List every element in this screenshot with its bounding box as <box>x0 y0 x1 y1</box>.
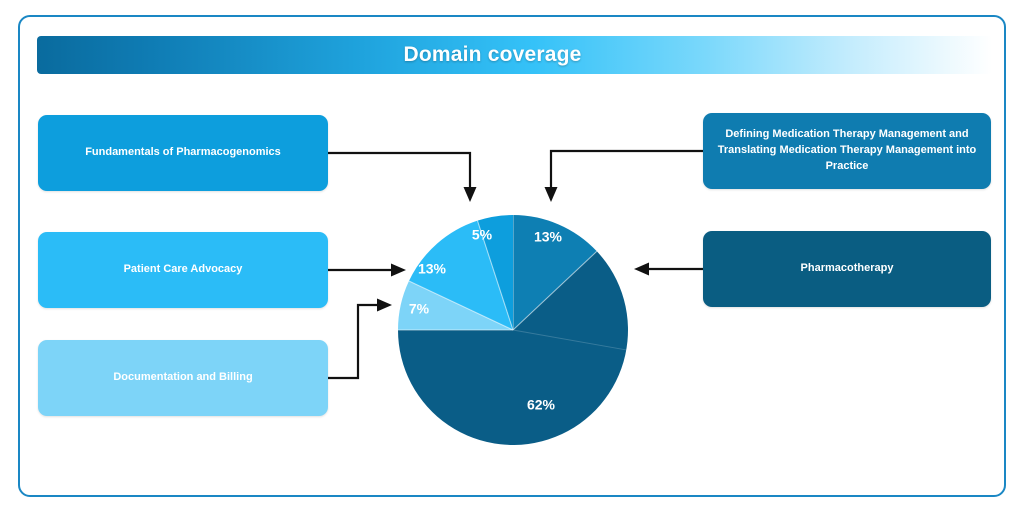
pie-percent-label: 13% <box>534 229 563 245</box>
callout-label: Documentation and Billing <box>113 371 253 384</box>
pie-slice-divider <box>476 220 514 331</box>
title-banner: Domain coverage <box>37 36 992 74</box>
pie-percent-label: 62% <box>527 397 556 413</box>
pie-slice-divider <box>408 280 514 331</box>
pie-chart[interactable] <box>398 215 628 446</box>
page-title: Domain coverage <box>403 43 582 66</box>
connector-documentation-to-7pct <box>328 298 392 380</box>
pie-percent-label: 5% <box>472 227 493 243</box>
connector-advocacy-to-13pct <box>328 263 406 277</box>
connector-fundamentals-to-5pct <box>328 151 477 202</box>
callout-box-patient-care-advocacy[interactable]: Patient Care Advocacy <box>38 232 328 308</box>
pie-slice[interactable] <box>398 251 628 446</box>
callout-label: Patient Care Advocacy <box>123 263 243 276</box>
pie-percent-labels: 13% 62% 7% 13% 5% <box>409 227 563 413</box>
pie-slice-divider <box>512 250 598 331</box>
callout-box-defining-medication-therapy-management[interactable]: Defining Medication Therapy Management a… <box>703 113 991 189</box>
callout-box-fundamentals-of-pharmacogenomics[interactable]: Fundamentals of Pharmacogenomics <box>38 115 328 191</box>
connector-defining-to-13pct <box>544 149 703 202</box>
callout-box-documentation-and-billing[interactable]: Documentation and Billing <box>38 340 328 416</box>
pie-percent-label: 7% <box>409 301 430 317</box>
callout-label: Defining Medication Therapy Management a… <box>717 128 977 172</box>
callout-label: Pharmacotherapy <box>800 262 894 275</box>
pie-percent-label: 13% <box>418 261 447 277</box>
callout-box-pharmacotherapy[interactable]: Pharmacotherapy <box>703 231 991 307</box>
callout-label: Fundamentals of Pharmacogenomics <box>85 146 281 159</box>
pie-inner-divider <box>512 329 627 351</box>
connector-pharmacotherapy-to-62pct <box>634 262 703 276</box>
pie-slice[interactable] <box>513 215 597 330</box>
pie-slice[interactable] <box>408 220 513 330</box>
pie-slice[interactable] <box>398 281 513 330</box>
